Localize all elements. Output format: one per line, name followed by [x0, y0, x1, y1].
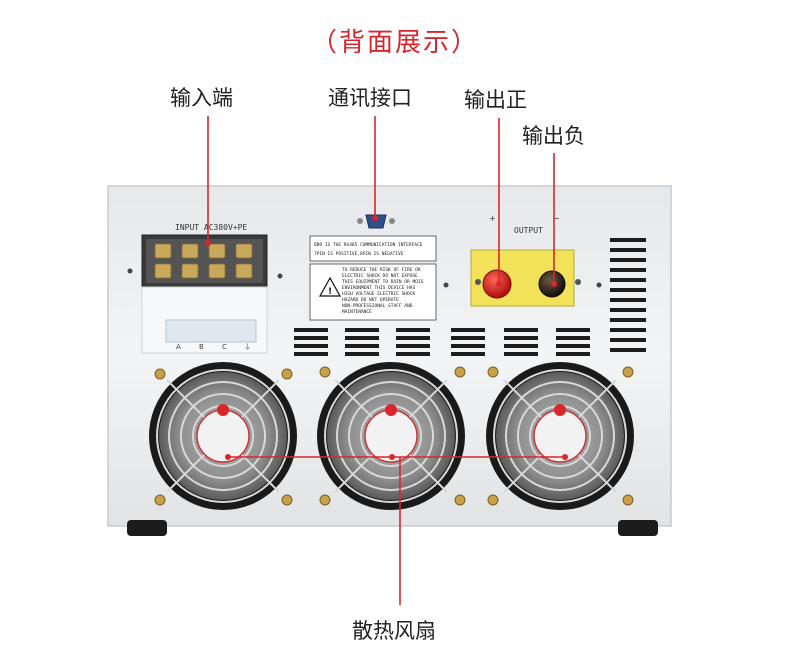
svg-text:TO REDUCE THE RISK OF FIRE OR: TO REDUCE THE RISK OF FIRE OR — [342, 267, 421, 273]
svg-text:ENVIRONMENT THIS DEVICE HAS: ENVIRONMENT THIS DEVICE HAS — [342, 285, 415, 291]
db9-port — [357, 214, 395, 229]
label-cooling-fans: 散热风扇 — [352, 619, 436, 643]
label-communication-port: 通讯接口 — [328, 86, 412, 110]
output-terminal-plate: + OUTPUT − — [470, 214, 581, 307]
side-screw — [596, 282, 602, 288]
svg-text:OUTPUT: OUTPUT — [514, 226, 543, 235]
svg-text:−: − — [553, 214, 560, 223]
side-screw — [277, 273, 283, 279]
svg-text:MAINTENANCE: MAINTENANCE — [342, 309, 372, 315]
callout-negative-dot — [551, 281, 557, 287]
svg-text:+: + — [489, 214, 496, 223]
svg-text:7PIN IS POSITIVE,8PIN IS NEGAT: 7PIN IS POSITIVE,8PIN IS NEGATIVE — [314, 251, 404, 257]
svg-text:NON-PROFESSIONAL STAFF AND: NON-PROFESSIONAL STAFF AND — [342, 303, 413, 309]
communication-notice-label: DB9 IS THE RS485 COMMUNICATION INTERFACE… — [309, 235, 437, 262]
label-output-positive: 输出正 — [464, 88, 527, 112]
svg-text:!: ! — [328, 287, 332, 297]
callout-positive-dot — [496, 281, 502, 287]
foot-left — [127, 520, 167, 536]
side-screw — [443, 282, 449, 288]
side-screw — [127, 268, 133, 274]
terminal-letter: B — [199, 343, 204, 351]
cooling-fan-center — [317, 362, 466, 510]
page-title: （背面展示） — [310, 28, 479, 58]
vent-grille-right — [610, 238, 646, 352]
label-input-terminal: 输入端 — [170, 86, 233, 110]
cooling-fan-left — [149, 362, 297, 510]
cooling-fan-right — [486, 362, 634, 510]
svg-text:HAZARD DO NOT OPERATE: HAZARD DO NOT OPERATE — [342, 297, 399, 303]
callout-input-dot — [205, 240, 211, 246]
vent-grille-middle — [294, 328, 590, 356]
terminal-letter: A — [176, 343, 181, 351]
svg-text:HIGH VOLTAGE ELECTRIC SHOCK: HIGH VOLTAGE ELECTRIC SHOCK — [342, 291, 415, 297]
label-output-negative: 输出负 — [522, 124, 585, 148]
terminal-letter: ⏚ — [244, 343, 251, 351]
callout-lines — [205, 116, 568, 605]
foot-right — [618, 520, 658, 536]
warning-label: ! TO REDUCE THE RISK OF FIRE OR ELECTRIC… — [309, 263, 437, 321]
svg-text:DB9 IS THE RS485 COMMUNICATION: DB9 IS THE RS485 COMMUNICATION INTERFACE — [314, 242, 423, 248]
input-terminal-text: INPUT AC380V+PE — [175, 223, 247, 232]
svg-text:ELECTRIC SHOCK DO NOT EXPOSE: ELECTRIC SHOCK DO NOT EXPOSE — [342, 273, 418, 279]
input-terminal-block: INPUT AC380V+PE A B C ⏚ — [141, 223, 268, 354]
warning-icon — [318, 276, 342, 297]
svg-text:THIS EQUIPMENT TO RAIN OR MOIS: THIS EQUIPMENT TO RAIN OR MOIS — [342, 279, 424, 285]
callout-comm-dot — [372, 215, 378, 221]
terminal-letter: C — [222, 343, 227, 351]
